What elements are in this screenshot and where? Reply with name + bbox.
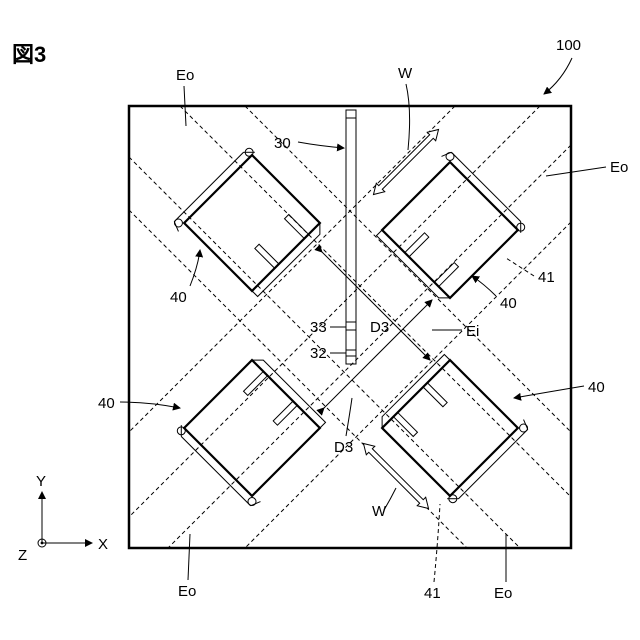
coordinate-axes [38,492,92,547]
outer-region-label-1: Eo [176,67,194,84]
dashed-edge-label-1: 41 [538,269,555,286]
distance-arrow-2 [324,300,432,408]
slot-member-label: 30 [274,135,291,152]
width-leader-top [406,84,410,150]
antenna-label-2: 40 [500,295,517,312]
axis-y-label: Y [36,473,46,490]
dashed-edge-label-2: 41 [424,585,441,602]
distance-label-2: D3 [334,439,353,456]
device-label: 100 [556,37,581,54]
width-arrow-top [369,125,443,199]
outer-region-leader-3 [188,534,190,580]
slot-part-b-label: 32 [310,345,327,362]
figure-title: 図3 [12,42,46,67]
slot-part-a-label: 33 [310,319,327,336]
antenna-pointer-4 [514,386,584,398]
dashed-edge-leader-2 [434,504,440,582]
antenna-pointer-2 [472,276,496,296]
antenna-top-left [171,147,328,304]
antenna-label-1: 40 [170,289,187,306]
outer-region-label-3: Eo [178,583,196,600]
inner-region-label: Ei [466,323,479,340]
width-label-top: W [398,65,413,82]
antenna-label-4: 40 [588,379,605,396]
distance-arrow-1 [322,252,430,360]
distance-label-1: D3 [370,319,389,336]
axis-x-label: X [98,536,108,553]
antenna-label-3: 40 [98,395,115,412]
slot-member-pointer [298,142,344,148]
axis-z-label: Z [18,547,27,564]
width-label-bottom: W [372,503,387,520]
region-boundaries [129,106,571,548]
antenna-pointer-1 [190,250,200,286]
slot-member [346,110,356,364]
width-leader-bottom [384,488,396,510]
antenna-bottom-left [176,352,333,509]
outer-region-label-4: Eo [494,585,512,602]
outer-region-label-2: Eo [610,159,628,176]
device-pointer [544,58,572,94]
substrate-border [129,106,571,548]
outer-region-leader-2 [546,167,606,176]
